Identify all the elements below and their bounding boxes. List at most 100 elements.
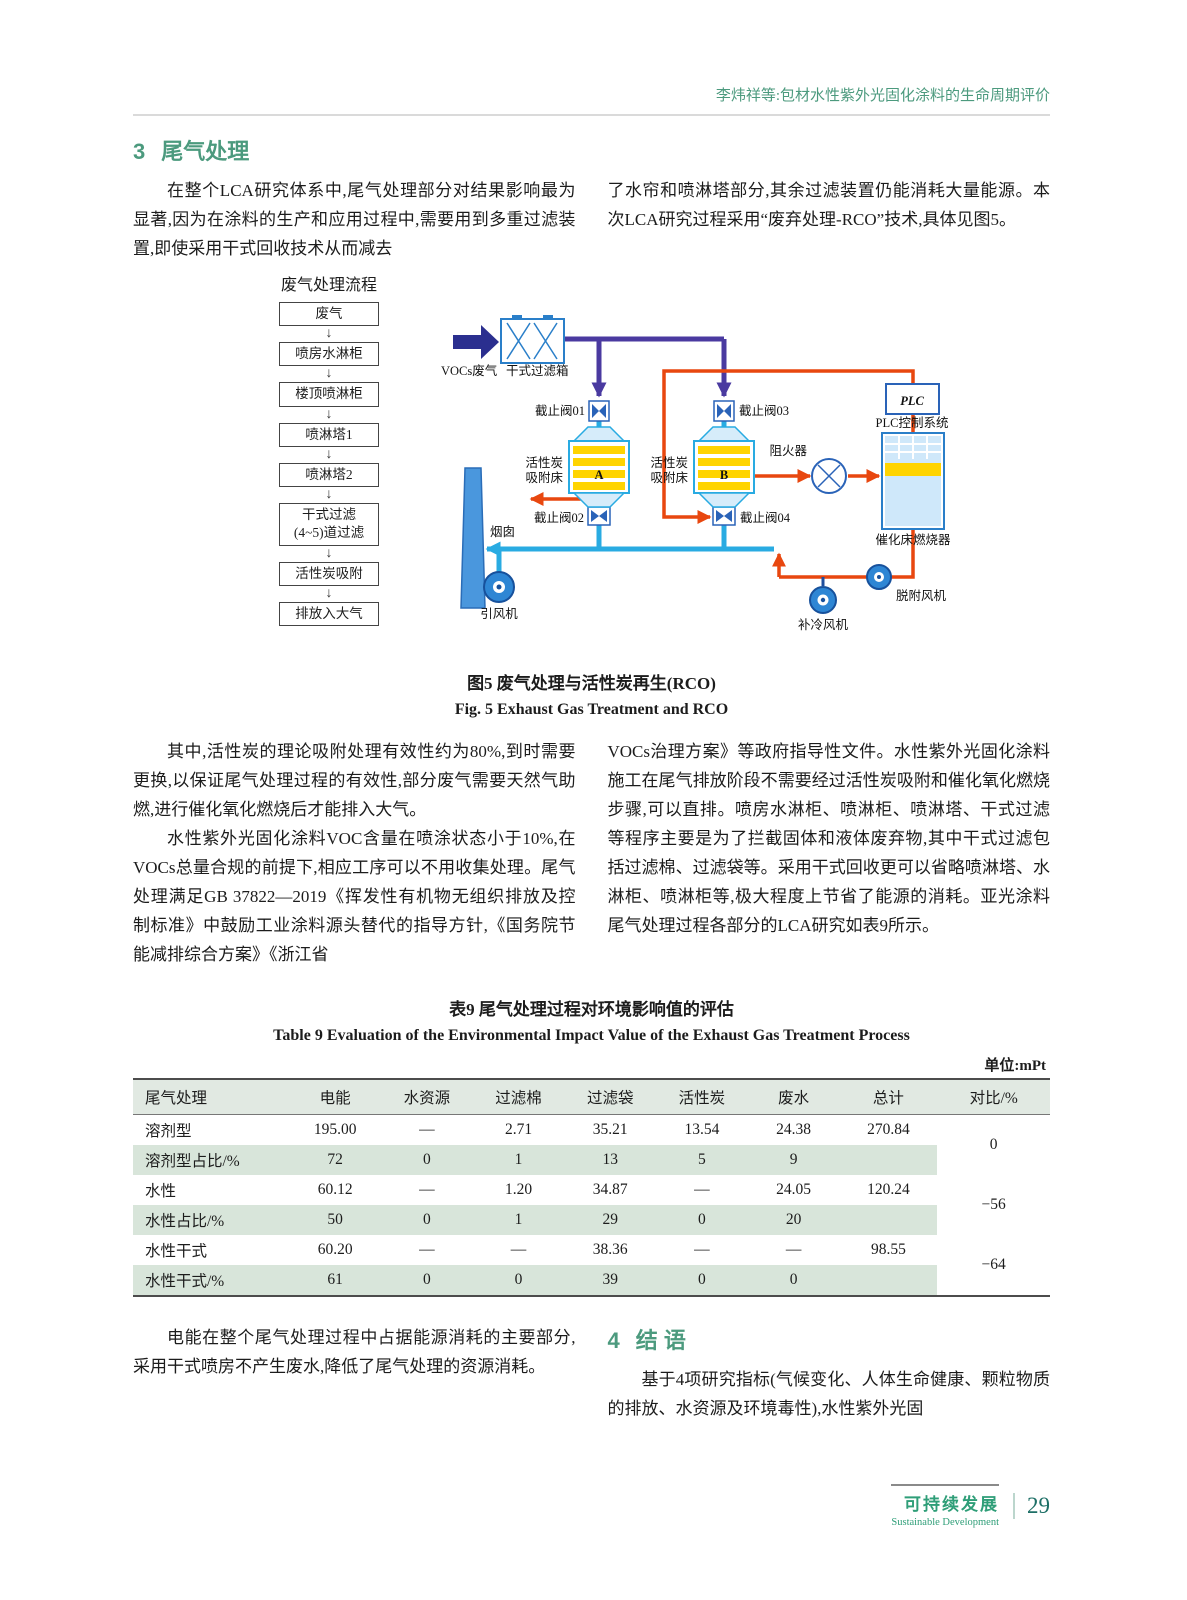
paragraph: 在整个LCA研究体系中,尾气处理部分对结果影响最为显著,因为在涂料的生产和应用过… <box>133 181 576 258</box>
table-cell <box>839 1145 938 1175</box>
rco-diagram: VOCs废气 干式过滤箱 截 <box>441 315 951 632</box>
column-right: 了水帘和喷淋塔部分,其余过滤装置仍能消耗大量能源。本次LCA研究过程采用“废弃处… <box>608 176 1051 263</box>
table-cell: 2.71 <box>504 1121 533 1138</box>
header-cell: 过滤棉 <box>472 1079 565 1115</box>
carbon-bed-b: B <box>693 426 755 508</box>
label-valve-04: 截止阀04 <box>740 511 791 525</box>
down-arrow-icon: ↓ <box>325 446 333 462</box>
table-cell: 35.21 <box>592 1121 628 1138</box>
paragraph: 水性紫外光固化涂料VOC含量在喷涂状态小于10%,在VOCs总量合规的前提下,相… <box>133 829 576 964</box>
table-row: 溶剂型占比/% 72 0 1 13 5 9 <box>133 1145 1050 1175</box>
table-cell: 水性干式/% <box>133 1265 290 1296</box>
compare-cell: 0 <box>937 1114 1050 1175</box>
compare-cell: −56 <box>937 1175 1050 1235</box>
table-cell: 61 <box>289 1265 381 1296</box>
down-arrow-icon: ↓ <box>325 406 333 422</box>
table-cell <box>839 1205 938 1235</box>
label-desorption-fan: 脱附风机 <box>896 588 947 603</box>
table-cell: 0 <box>380 1265 473 1296</box>
table-cell: 34.87 <box>592 1181 628 1198</box>
table-row: 水性干式/% 61 0 0 39 0 0 <box>133 1265 1050 1296</box>
section-4-title: 结 语 <box>635 1328 686 1353</box>
chimney-icon <box>460 467 486 609</box>
header-cell: 对比/% <box>937 1079 1050 1115</box>
table-cell: — <box>694 1241 710 1258</box>
bed-b-letter: B <box>720 468 728 482</box>
table-cell: 24.05 <box>776 1181 812 1198</box>
valve-04-icon <box>712 506 736 526</box>
table-cell: 溶剂型占比/% <box>133 1145 290 1175</box>
table-cell: 98.55 <box>870 1241 906 1258</box>
carbon-bed-a: A <box>568 426 630 508</box>
running-head: 李炜祥等:包材水性紫外光固化涂料的生命周期评价 <box>133 84 1050 116</box>
table-unit: 单位:mPt <box>984 1058 1046 1074</box>
table-cell: 50 <box>289 1205 381 1235</box>
table-cell: 1 <box>472 1205 565 1235</box>
table-header-row: 尾气处理 电能 水资源 过滤棉 过滤袋 活性炭 废水 总计 对比/% <box>133 1079 1050 1115</box>
column-left: 其中,活性炭的理论吸附处理有效性约为80%,到时需要更换,以保证尾气处理过程的有… <box>133 737 576 969</box>
flow-step: 喷淋塔1 <box>279 422 379 447</box>
section-4-heading: 4 结 语 <box>608 1323 1051 1355</box>
flowchart-title: 废气处理流程 <box>280 277 377 294</box>
table-cell: 0 <box>380 1205 473 1235</box>
section-3-number: 3 <box>133 139 146 164</box>
flow-step: 干式过滤 (4~5)道过滤 <box>279 503 379 546</box>
table-cell: 水性干式 <box>145 1243 208 1260</box>
mid-columns: 其中,活性炭的理论吸附处理有效性约为80%,到时需要更换,以保证尾气处理过程的有… <box>133 737 1050 969</box>
table-caption-en: Table 9 Evaluation of the Environmental … <box>273 1027 910 1044</box>
header-cell: 废水 <box>747 1079 840 1115</box>
valve-01-icon <box>588 400 610 422</box>
header-cell: 活性炭 <box>656 1079 748 1115</box>
header-cell: 水资源 <box>380 1079 473 1115</box>
flow-step: 喷房水淋柜 <box>279 342 379 367</box>
section-3-columns: 在整个LCA研究体系中,尾气处理部分对结果影响最为显著,因为在涂料的生产和应用过… <box>133 176 1050 263</box>
table-cell: — <box>419 1121 435 1138</box>
down-arrow-icon: ↓ <box>325 326 333 342</box>
plc-label: PLC <box>900 394 924 408</box>
table-cell: 5 <box>656 1145 748 1175</box>
table-cell: 24.38 <box>776 1121 812 1138</box>
table-row: 水性 60.12 — 1.20 34.87 — 24.05 120.24 −56 <box>133 1175 1050 1235</box>
label-induced-fan: 引风机 <box>480 607 518 621</box>
page-content: 李炜祥等:包材水性紫外光固化涂料的生命周期评价 3 尾气处理 在整个LCA研究体系… <box>133 84 1050 1423</box>
down-arrow-icon: ↓ <box>325 545 333 561</box>
table-cell: 0 <box>472 1265 565 1296</box>
table-cell: 0 <box>656 1265 748 1296</box>
table-cell: 水性 <box>145 1183 177 1200</box>
label-bed-a-2: 吸附床 <box>525 471 563 485</box>
section-3-title: 尾气处理 <box>161 139 250 164</box>
table-cell: 水性占比/% <box>133 1205 290 1235</box>
header-cell: 尾气处理 <box>133 1079 290 1115</box>
label-chimney: 烟囱 <box>490 525 515 539</box>
section-4-number: 4 <box>607 1328 620 1353</box>
compare-cell: −64 <box>937 1235 1050 1296</box>
table-cell: 38.36 <box>592 1241 628 1258</box>
footer-journal-en: Sustainable Development <box>891 1517 999 1528</box>
label-valve-02: 截止阀02 <box>534 511 584 525</box>
dry-filter-box-icon <box>500 315 565 364</box>
page-footer: 可持续发展 Sustainable Development 29 <box>891 1484 1050 1528</box>
label-bed-b-1: 活性炭 <box>650 456 688 470</box>
table-cell <box>839 1265 938 1296</box>
label-plc-system: PLC控制系统 <box>876 416 949 430</box>
plc-box: PLC <box>885 383 940 415</box>
paragraph: 电能在整个尾气处理过程中占据能源消耗的主要部分,采用干式喷房不产生废水,降低了尾… <box>133 1328 576 1376</box>
cooling-fan-icon <box>809 586 837 614</box>
table-cell: 13.54 <box>684 1121 720 1138</box>
page-number: 29 <box>1013 1493 1050 1519</box>
footer-journal: 可持续发展 Sustainable Development <box>891 1484 999 1528</box>
table-9: 尾气处理 电能 水资源 过滤棉 过滤袋 活性炭 废水 总计 对比/% 溶剂型 1 <box>133 1078 1050 1297</box>
flow-step: 喷淋塔2 <box>279 462 379 488</box>
table-cell: 60.20 <box>317 1241 353 1258</box>
header-cell: 过滤袋 <box>564 1079 657 1115</box>
table-cell: 13 <box>564 1145 657 1175</box>
column-left: 在整个LCA研究体系中,尾气处理部分对结果影响最为显著,因为在涂料的生产和应用过… <box>133 176 576 263</box>
valve-03-icon <box>713 400 735 422</box>
table-row: 水性干式 60.20 — — 38.36 — — 98.55 −64 <box>133 1235 1050 1296</box>
table-cell: — <box>785 1241 802 1258</box>
column-right: VOCs治理方案》等政府指导性文件。水性紫外光固化涂料施工在尾气排放阶段不需要经… <box>608 737 1051 969</box>
running-title: 李炜祥等:包材水性紫外光固化涂料的生命周期评价 <box>715 88 1050 104</box>
label-burner: 催化床燃烧器 <box>875 532 951 547</box>
